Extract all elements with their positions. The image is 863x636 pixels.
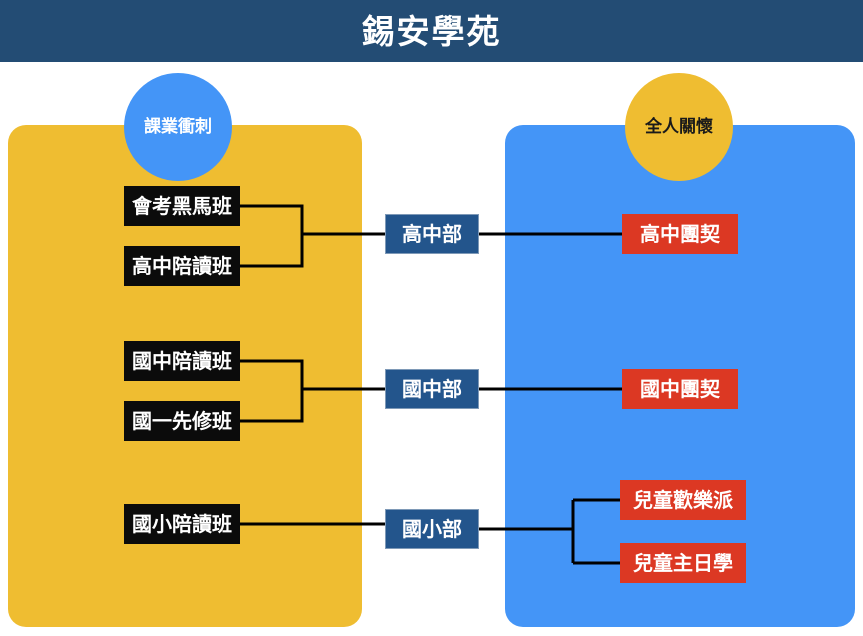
- class-box-hs-2-label: 高中陪讀班: [132, 254, 232, 278]
- fellowship-box-kids-sunday[interactable]: 兒童主日學: [620, 543, 746, 583]
- fellowship-box-kids-party-label: 兒童歡樂派: [633, 488, 733, 512]
- class-box-jh-1[interactable]: 國中陪讀班: [124, 341, 240, 381]
- circle-label-academic-text: 課業衝刺: [144, 116, 212, 137]
- page-header: 錫安學苑: [0, 0, 863, 62]
- class-box-es-1[interactable]: 國小陪讀班: [124, 504, 240, 544]
- circle-label-care: 全人關懷: [625, 73, 733, 181]
- class-box-hs-2[interactable]: 高中陪讀班: [124, 246, 240, 286]
- fellowship-box-hs-label: 高中團契: [640, 222, 720, 246]
- fellowship-box-jh[interactable]: 國中團契: [622, 369, 738, 409]
- division-box-highschool[interactable]: 高中部: [385, 214, 479, 254]
- fellowship-box-jh-label: 國中團契: [640, 377, 720, 401]
- circle-label-academic: 課業衝刺: [124, 73, 232, 181]
- class-box-jh-2[interactable]: 國一先修班: [124, 401, 240, 441]
- class-box-jh-2-label: 國一先修班: [132, 409, 232, 433]
- division-box-elementary[interactable]: 國小部: [385, 509, 479, 549]
- page-title: 錫安學苑: [361, 11, 502, 51]
- fellowship-box-hs[interactable]: 高中團契: [622, 214, 738, 254]
- class-box-hs-1[interactable]: 會考黑馬班: [124, 186, 240, 226]
- class-box-es-1-label: 國小陪讀班: [132, 512, 232, 536]
- division-box-elementary-label: 國小部: [402, 517, 462, 541]
- circle-label-care-text: 全人關懷: [645, 116, 713, 137]
- fellowship-box-kids-party[interactable]: 兒童歡樂派: [620, 480, 746, 520]
- fellowship-box-kids-sunday-label: 兒童主日學: [633, 551, 733, 575]
- division-box-juniorhigh-label: 國中部: [402, 377, 462, 401]
- division-box-highschool-label: 高中部: [402, 222, 462, 246]
- class-box-jh-1-label: 國中陪讀班: [132, 349, 232, 373]
- class-box-hs-1-label: 會考黑馬班: [132, 194, 232, 218]
- division-box-juniorhigh[interactable]: 國中部: [385, 369, 479, 409]
